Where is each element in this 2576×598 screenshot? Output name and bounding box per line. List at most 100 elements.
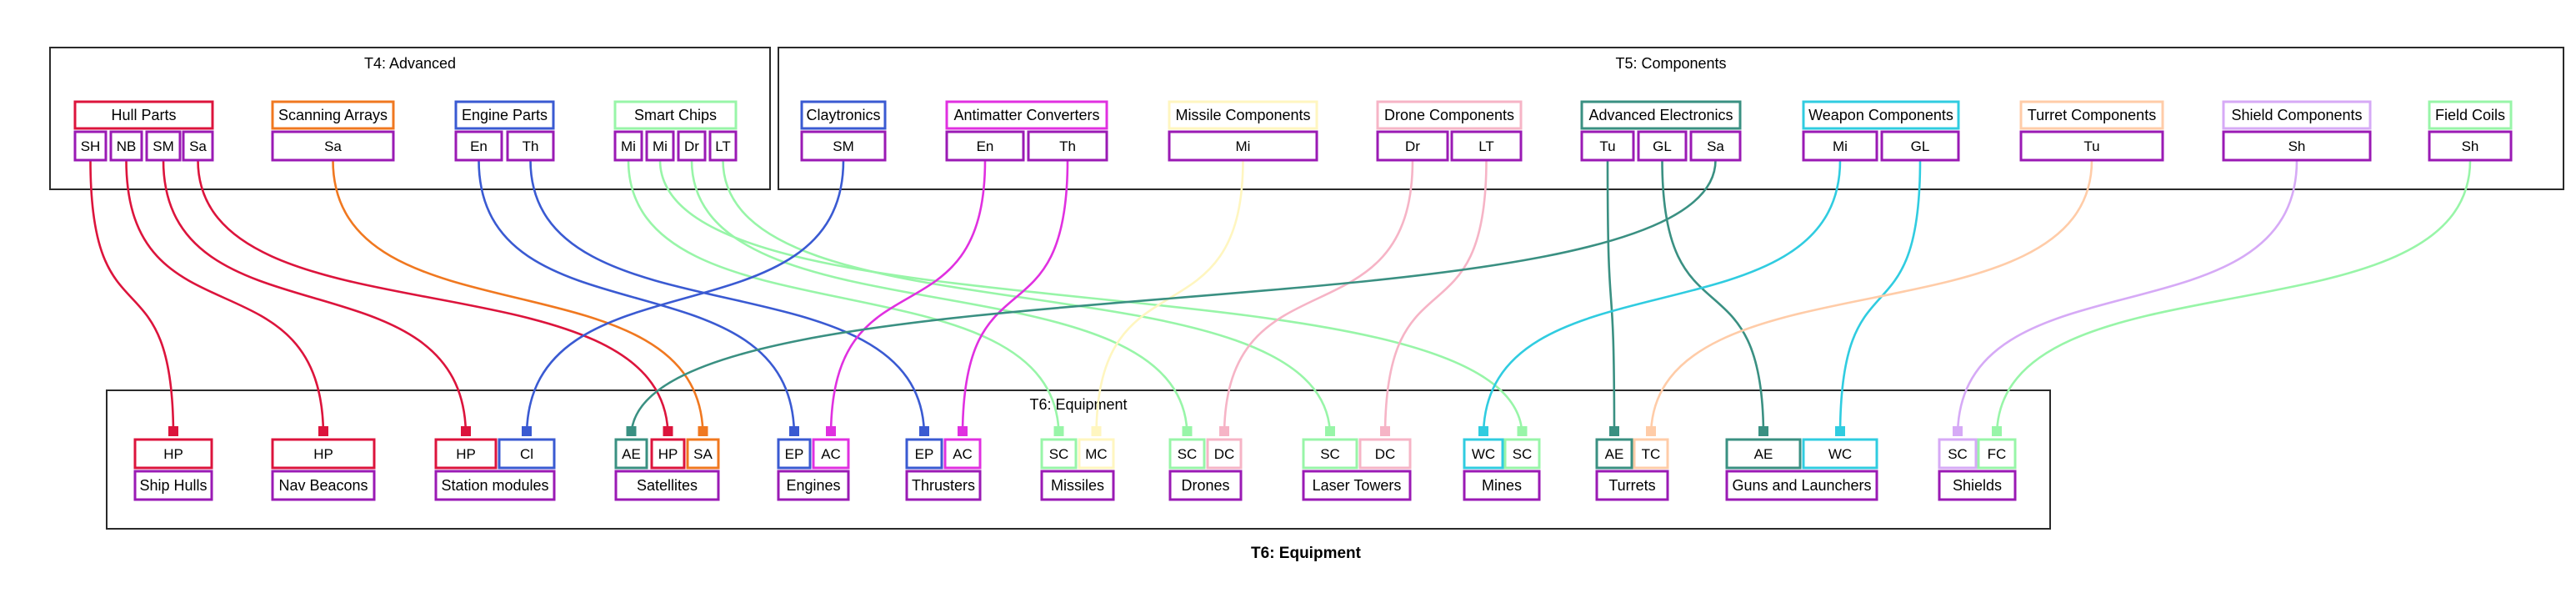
source-port-label: En xyxy=(470,138,488,154)
target-port-label: SA xyxy=(693,446,713,462)
target-node-label: Shields xyxy=(1953,477,2002,494)
source-node-label: Claytronics xyxy=(806,107,880,123)
edge-anti-to-engines xyxy=(829,159,987,437)
source-port-box xyxy=(109,130,143,162)
edge-engine-to-engines xyxy=(478,159,796,437)
source-node-label: Weapon Components xyxy=(1808,107,1953,123)
target-port-box xyxy=(1206,438,1243,470)
source-port-box xyxy=(1376,130,1449,162)
edge-chips-to-laser-towers xyxy=(722,159,1332,437)
target-port-label: HP xyxy=(313,446,333,462)
target-port-box xyxy=(1938,438,1978,470)
cluster-t5: T5: Components xyxy=(778,47,2564,190)
edge-clay-to-station-modules xyxy=(525,159,845,437)
target-port-box xyxy=(434,438,498,470)
target-port-box xyxy=(1358,438,1412,470)
target-label-box xyxy=(434,470,556,501)
source-port-box xyxy=(1880,130,1960,162)
edge-arrowhead xyxy=(1517,426,1528,436)
target-node-label: Drones xyxy=(1181,477,1229,494)
edge-arrowhead xyxy=(626,426,637,436)
source-header-box xyxy=(1802,100,1960,130)
source-header-box xyxy=(73,100,214,130)
source-port-label: LT xyxy=(715,138,731,154)
source-port-label: LT xyxy=(1478,138,1494,154)
cluster-t4: T4: Advanced xyxy=(49,47,771,190)
source-port-box xyxy=(708,130,738,162)
source-node-label: Engine Parts xyxy=(462,107,548,123)
target-port-label: AC xyxy=(821,446,841,462)
source-port-label: Th xyxy=(523,138,539,154)
target-port-box xyxy=(905,438,943,470)
source-port-label: SM xyxy=(833,138,854,154)
target-port-label: AC xyxy=(953,446,973,462)
source-header-box xyxy=(271,100,395,130)
target-port-box xyxy=(650,438,686,470)
source-port-label: Mi xyxy=(1236,138,1251,154)
target-port-label: DC xyxy=(1214,446,1235,462)
target-port-label: HP xyxy=(456,446,476,462)
target-port-label: AE xyxy=(622,446,641,462)
target-node-label: Thrusters xyxy=(912,477,975,494)
source-port-label: NB xyxy=(117,138,137,154)
edge-arrowhead xyxy=(789,426,799,436)
source-port-box xyxy=(2428,130,2513,162)
target-node-label: Engines xyxy=(786,477,840,494)
edge-hull-to-nav-beacons xyxy=(125,159,325,437)
source-header-box xyxy=(945,100,1108,130)
source-port-box xyxy=(2019,130,2164,162)
target-port-label: Cl xyxy=(520,446,533,462)
source-node-label: Field Coils xyxy=(2435,107,2505,123)
cluster-t5-label: T5: Components xyxy=(1615,55,1726,72)
source-port-box xyxy=(1802,130,1878,162)
target-port-box xyxy=(1595,438,1633,470)
cluster-t5-box xyxy=(778,47,2564,190)
target-node-label: Station modules xyxy=(441,477,548,494)
source-port-label: SM xyxy=(153,138,174,154)
edges-layer xyxy=(89,159,2472,437)
edge-arrowhead xyxy=(698,426,708,436)
target-port-label: FC xyxy=(1988,446,2007,462)
source-port-box xyxy=(145,130,182,162)
edge-arrowhead xyxy=(1325,426,1335,436)
target-port-label: EP xyxy=(785,446,804,462)
target-label-box xyxy=(1168,470,1243,501)
edge-arrowhead xyxy=(461,426,471,436)
target-port-box xyxy=(133,438,213,470)
source-port-label: En xyxy=(977,138,994,154)
source-port-box xyxy=(1637,130,1688,162)
source-port-label: Sa xyxy=(324,138,342,154)
source-header-box xyxy=(1376,100,1523,130)
edge-chips-to-mines xyxy=(658,159,1523,437)
source-port-label: Tu xyxy=(2083,138,2099,154)
edge-arrowhead xyxy=(958,426,968,436)
target-node-engines: EP AC Engines xyxy=(777,438,850,501)
edge-engine-to-thrusters xyxy=(529,159,926,437)
source-port-box xyxy=(182,130,214,162)
edge-adv-to-guns-and-launchers xyxy=(1661,159,1765,437)
edge-arrowhead xyxy=(522,426,532,436)
source-port-box xyxy=(454,130,503,162)
edge-scan-to-satellites xyxy=(332,159,704,437)
edge-arrowhead xyxy=(1091,426,1102,436)
edge-arrowhead xyxy=(1182,426,1193,436)
target-label-box xyxy=(1302,470,1412,501)
edge-arrowhead xyxy=(1992,426,2002,436)
source-port-label: Sa xyxy=(189,138,207,154)
source-node-label: Missile Components xyxy=(1175,107,1310,123)
source-port-box xyxy=(645,130,675,162)
edge-anti-to-thrusters xyxy=(961,159,1069,437)
target-port-box xyxy=(812,438,850,470)
target-node-label: Laser Towers xyxy=(1313,477,1402,494)
